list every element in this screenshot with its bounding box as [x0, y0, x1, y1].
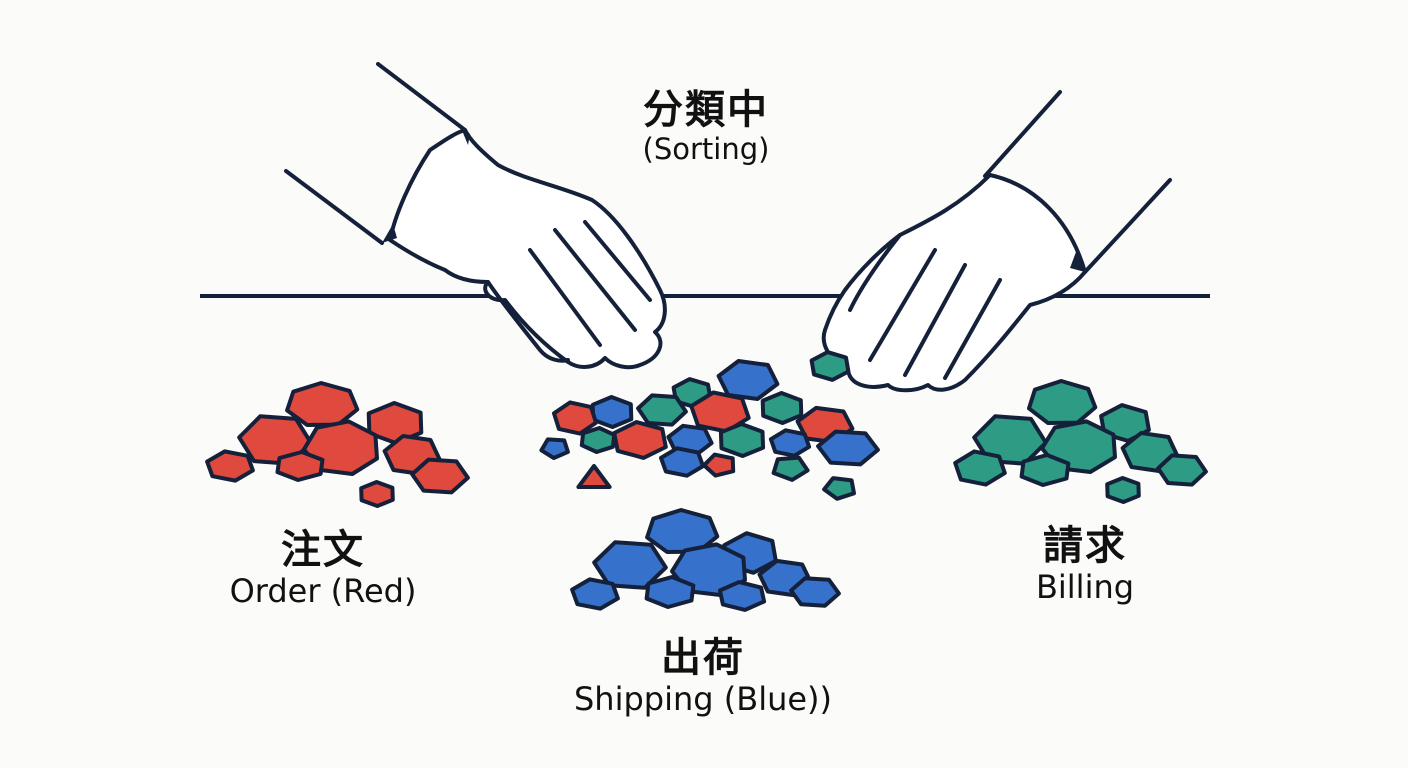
mixed-pebble: [809, 350, 851, 382]
shipping-label-jp: 出荷: [661, 635, 745, 681]
mixed-pebble: [702, 452, 736, 478]
mixed-pebble: [822, 476, 856, 501]
order-label-jp: 注文: [281, 527, 365, 573]
red-pebble: [410, 457, 470, 495]
blue-pebble: [789, 576, 841, 608]
mixed-pebble: [816, 429, 880, 467]
sorting-label-en: (Sorting): [642, 132, 770, 166]
billing-label-jp: 請求: [1042, 523, 1127, 569]
mixed-pebble: [576, 464, 612, 489]
teal-pebble: [1027, 379, 1098, 425]
shipping-label-en: Shipping (Blue)): [573, 680, 833, 718]
teal-pebble: [1105, 476, 1141, 504]
red-pebble: [275, 450, 325, 482]
order-label-en: Order (Red): [229, 572, 417, 610]
teal-pebble: [1019, 453, 1071, 487]
left-hand-icon: [284, 62, 667, 370]
shipping-pebble-pile: [570, 508, 841, 612]
sorting-label: 分類中 (Sorting): [643, 88, 770, 166]
blue-pebble: [644, 575, 696, 609]
blue-pebble: [570, 577, 620, 611]
mixed-pebble: [590, 395, 634, 429]
order-label: 注文 Order (Red): [230, 528, 417, 610]
mixed-pebble: [579, 426, 617, 454]
billing-label: 請求 Billing: [1036, 524, 1134, 606]
mixed-pebble: [771, 455, 810, 482]
mixed-pebble: [659, 446, 705, 478]
mixed-pebble: [716, 359, 780, 401]
red-pebble: [205, 449, 255, 483]
sorting-label-jp: 分類中: [642, 87, 769, 133]
red-pebble: [359, 480, 395, 508]
teal-pebble: [1156, 453, 1208, 487]
mixed-pebble-pile: [539, 350, 880, 501]
blue-pebble: [592, 540, 668, 590]
mixed-pebble: [636, 393, 688, 427]
mixed-pebble: [539, 437, 570, 460]
billing-pebble-pile: [953, 379, 1208, 504]
mixed-pebble: [768, 428, 812, 458]
mixed-pebble: [718, 422, 766, 458]
right-hand-icon: [821, 90, 1172, 393]
mixed-pebble: [612, 420, 668, 460]
teal-pebble: [953, 449, 1007, 487]
shipping-label: 出荷 Shipping (Blue)): [574, 636, 832, 718]
mixed-pebble: [760, 391, 804, 425]
blue-pebble: [717, 580, 767, 612]
mixed-pebble: [552, 400, 598, 436]
billing-label-en: Billing: [1035, 568, 1135, 606]
order-pebble-pile: [205, 381, 470, 508]
